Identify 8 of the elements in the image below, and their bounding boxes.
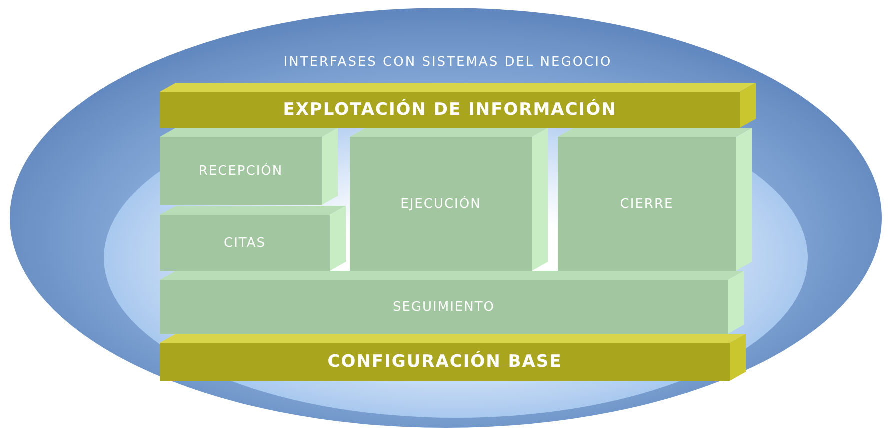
layer-label: EJECUCIÓN — [400, 196, 482, 212]
layer-label: CONFIGURACIÓN BASE — [328, 352, 562, 372]
layer-label: SEGUIMIENTO — [392, 300, 496, 314]
layer-label: INTERFASES CON SISTEMAS DEL NEGOCIO — [284, 54, 612, 70]
layer-label: CITAS — [224, 236, 266, 250]
layer-label: CIERRE — [620, 196, 674, 212]
layer-label: EXPLOTACIÓN DE INFORMACIÓN — [283, 100, 617, 120]
layer-label: RECEPCIÓN — [198, 164, 284, 178]
